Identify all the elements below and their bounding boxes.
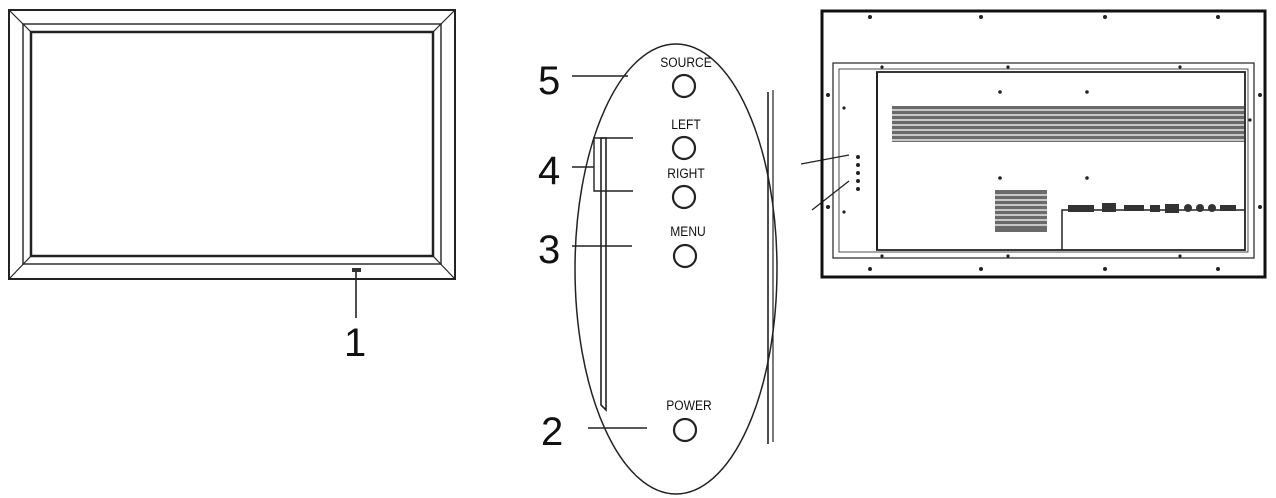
- right-button-label: RIGHT: [667, 165, 704, 181]
- rear-outer-frame: [820, 9, 1267, 279]
- left-button[interactable]: [671, 135, 697, 161]
- tv-outer-frame: [8, 9, 456, 280]
- control-panel-zoom: SOURCE LEFT RIGHT MENU POWER 5 4 3 2: [538, 43, 778, 495]
- vent-grid-lines: [995, 194, 1047, 226]
- menu-button-label: MENU: [670, 223, 705, 239]
- mount-screws: [826, 15, 1262, 271]
- menu-button[interactable]: [672, 243, 698, 269]
- callout-bracket-4: [593, 137, 633, 192]
- power-button-label: POWER: [666, 397, 711, 413]
- zoom-ellipse: [574, 43, 778, 495]
- callout-2: 2: [541, 410, 563, 454]
- power-button[interactable]: [672, 417, 698, 443]
- zoom-connector: [800, 154, 850, 165]
- ventilation-grid: [892, 106, 1244, 232]
- rear-inner-frame: [832, 62, 1255, 259]
- vent-holes-lower: [995, 190, 1047, 232]
- vent-grid-lines: [892, 109, 1244, 141]
- tv-rear-view: [820, 9, 1267, 279]
- callout-1: 1: [344, 321, 366, 365]
- tv-bezel: [22, 23, 442, 265]
- bevel-line: [432, 9, 456, 33]
- right-button[interactable]: [671, 184, 697, 210]
- bevel-line: [432, 255, 456, 280]
- connector-panel: [1061, 203, 1245, 250]
- zoom-connector: [811, 180, 850, 211]
- bevel-line: [8, 9, 32, 33]
- power-indicator-led: [352, 268, 361, 272]
- panel-edge-left: [600, 137, 607, 412]
- rear-inner-frame-2: [838, 68, 1249, 253]
- bevel-line: [8, 255, 32, 280]
- callout-4: 4: [538, 149, 560, 193]
- tv-front-view: 1: [8, 9, 456, 365]
- left-button-label: LEFT: [671, 116, 700, 132]
- source-button-label: SOURCE: [660, 54, 712, 70]
- source-button[interactable]: [671, 73, 697, 99]
- rear-control-buttons: [856, 155, 860, 191]
- rear-panel: [876, 71, 1246, 251]
- vent-holes-upper: [892, 106, 1244, 142]
- callout-3: 3: [538, 228, 560, 272]
- callout-5: 5: [538, 59, 560, 103]
- tv-screen: [29, 30, 435, 258]
